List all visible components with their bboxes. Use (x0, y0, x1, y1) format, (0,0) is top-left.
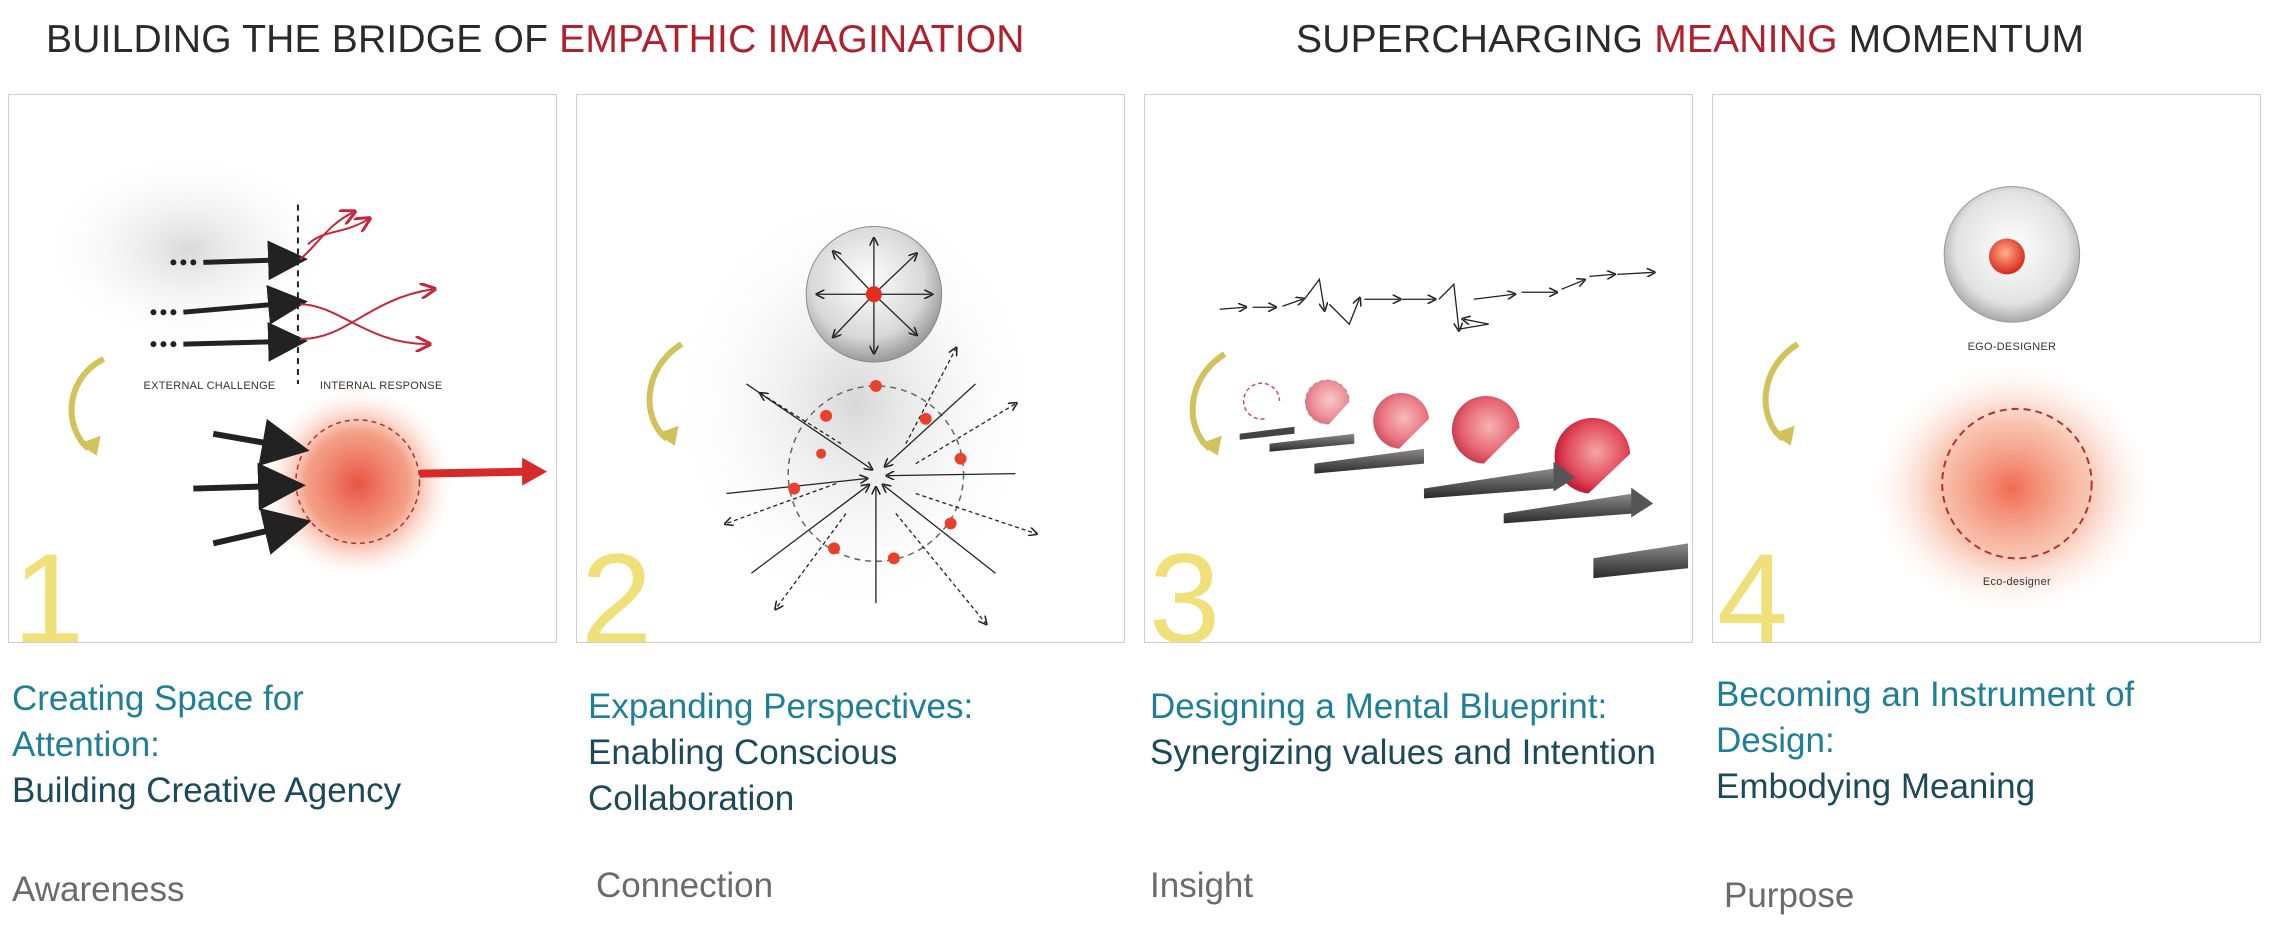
dashed-circle (787, 385, 965, 563)
insight-sketch (1189, 95, 1689, 579)
cycle-arrow-head (78, 435, 101, 456)
panel-purpose: EGO-DESIGNER Eco-designer 4 (1712, 94, 2261, 643)
caption-awareness: Creating Space for Attention: Building C… (12, 676, 552, 814)
step-number: 3 (1149, 528, 1221, 643)
heading-left: BUILDING THE BRIDGE OF EMPATHIC IMAGINAT… (46, 18, 1025, 62)
momentum-bars (1239, 426, 1689, 579)
momentum-bubbles (1242, 379, 1631, 494)
heading-right: SUPERCHARGING MEANING MOMENTUM (1296, 18, 2084, 62)
step-number: 4 (1717, 528, 1789, 643)
caption-subtitle: Enabling Conscious Collaboration (588, 733, 898, 818)
cycle-arrow-head (1772, 425, 1795, 446)
heading-right-prefix: SUPERCHARGING (1296, 18, 1655, 61)
label-eco-designer: Eco-designer (1983, 576, 2051, 588)
heading-right-accent: MEANING (1654, 18, 1838, 61)
panel-connection: 2 (576, 94, 1125, 643)
phase-label: Awareness (12, 870, 185, 909)
cycle-arrow-icon (646, 341, 684, 442)
connection-sketch (646, 184, 1046, 642)
cycle-arrow-head (1199, 435, 1222, 456)
impact-arrows (193, 418, 312, 555)
caption-title: Designing a Mental Blueprint: (1150, 687, 1608, 726)
scattered-arrows (1219, 272, 1653, 329)
caption-subtitle: Synergizing values and Intention (1150, 733, 1656, 772)
panel-insight: 3 (1144, 94, 1693, 643)
divergence-arrows (726, 349, 1035, 623)
eco-shading (1872, 364, 2152, 614)
response-arrows (299, 213, 433, 345)
caption-insight: Designing a Mental Blueprint: Synergizin… (1150, 684, 1690, 776)
shading (38, 149, 338, 350)
sphere-rays (818, 239, 931, 352)
output-arrow-head (522, 457, 548, 486)
caption-title: Creating Space for Attention: (12, 679, 304, 764)
heading-right-suffix: MOMENTUM (1837, 18, 2085, 61)
caption-title: Expanding Perspectives: (588, 687, 974, 726)
cycle-arrow-head (656, 425, 679, 446)
cycle-arrow-icon (68, 356, 106, 452)
cycle-arrow-icon (1762, 341, 1800, 442)
caption-subtitle: Building Creative Agency (12, 771, 402, 810)
dashed-circle (295, 419, 421, 545)
label-ego-designer: EGO-DESIGNER (1968, 341, 2057, 353)
cycle-arrow-icon (1189, 351, 1227, 452)
caption-title: Becoming an Instrument of Design: (1716, 675, 2135, 760)
step-number: 2 (581, 528, 653, 643)
phase-label: Insight (1150, 866, 1254, 905)
eco-dashed-circle (1941, 407, 2093, 560)
heading-left-accent: EMPATHIC IMAGINATION (559, 18, 1025, 61)
purpose-sketch: EGO-DESIGNER Eco-designer (1762, 186, 2152, 614)
challenge-arrows (150, 240, 308, 362)
ego-core (1988, 238, 2025, 275)
heading-left-prefix: BUILDING THE BRIDGE OF (46, 18, 560, 61)
caption-connection: Expanding Perspectives: Enabling Conscio… (588, 684, 1128, 822)
step-number: 1 (13, 528, 85, 643)
output-arrow (419, 467, 528, 478)
collaborator-dots (788, 379, 967, 565)
caption-subtitle: Embodying Meaning (1716, 767, 2036, 806)
center-dot (865, 286, 882, 303)
label-external-challenge: EXTERNAL CHALLENGE (144, 380, 276, 392)
awareness-sketch: EXTERNAL CHALLENGE INTERNAL RESPONSE (38, 149, 548, 579)
phase-label: Connection (596, 866, 774, 905)
label-internal-response: INTERNAL RESPONSE (320, 380, 443, 392)
phase-label: Purpose (1724, 876, 1855, 915)
panel-awareness: EXTERNAL CHALLENGE INTERNAL RESPONSE 1 (8, 94, 557, 643)
caption-purpose: Becoming an Instrument of Design: Embody… (1716, 672, 2256, 810)
